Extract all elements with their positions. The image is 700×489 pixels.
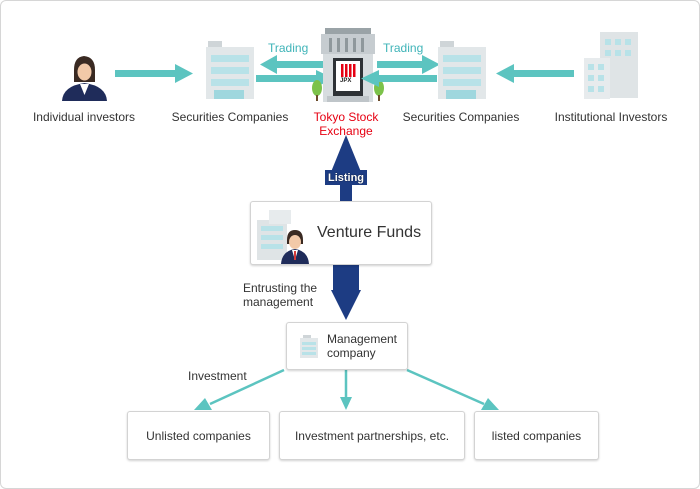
entrusting-management-line1: Entrusting the <box>243 281 318 295</box>
arrow-securities-left-to-exchange <box>256 70 334 87</box>
listed-companies-label: listed companies <box>491 428 582 443</box>
listed-companies-box: listed companies <box>474 411 599 460</box>
arrow-exchange-to-securities-right <box>377 55 440 74</box>
securities-companies-right-label: Securities Companies <box>402 110 520 124</box>
tokyo-stock-exchange-label: Tokyo Stock Exchange <box>314 110 379 138</box>
arrow-venture-to-exchange <box>331 135 361 202</box>
trading-left-label: Trading <box>268 41 309 55</box>
tokyo-stock-exchange-label-line2: Exchange <box>319 124 373 138</box>
arrow-management-to-listed <box>406 368 499 410</box>
jpx-logo: JPX <box>340 78 352 84</box>
management-company-line1: Management <box>326 332 398 346</box>
listing-label: Listing <box>325 170 367 185</box>
arrow-institutional-to-securities <box>496 64 574 83</box>
management-company-label: Management company <box>327 332 397 360</box>
management-company-line2: company <box>326 346 376 360</box>
arrow-venture-to-management <box>331 265 361 320</box>
securities-left-building-icon <box>206 41 254 99</box>
management-company-box: Management company <box>286 322 408 370</box>
institutional-investors-building-icon <box>584 32 638 99</box>
management-building-icon <box>299 335 318 358</box>
unlisted-companies-box: Unlisted companies <box>127 411 270 460</box>
arrow-exchange-to-securities-left <box>260 55 323 74</box>
investment-partnerships-box: Investment partnerships, etc. <box>279 411 465 460</box>
unlisted-companies-label: Unlisted companies <box>146 428 251 443</box>
entrusting-management-label: Entrusting the management <box>243 281 317 309</box>
arrow-individual-to-securities <box>115 64 193 83</box>
investment-label: Investment <box>188 369 247 383</box>
securities-right-building-icon <box>438 41 486 99</box>
investment-partnerships-label: Investment partnerships, etc. <box>294 428 450 443</box>
arrow-securities-right-to-exchange <box>361 70 437 87</box>
securities-companies-left-label: Securities Companies <box>171 110 289 124</box>
arrow-management-to-unlisted <box>194 368 285 410</box>
venture-funds-label: Venture Funds <box>317 224 422 241</box>
individual-investors-label: Individual investors <box>32 110 136 124</box>
institutional-investors-label: Institutional Investors <box>554 110 668 124</box>
arrow-management-to-partnerships <box>340 370 352 410</box>
individual-investor-icon <box>62 56 107 101</box>
tokyo-stock-exchange-label-line1: Tokyo Stock <box>313 110 379 124</box>
trading-right-label: Trading <box>383 41 424 55</box>
tokyo-stock-exchange-building-icon <box>312 28 384 102</box>
entrusting-management-line2: management <box>243 295 314 309</box>
venture-funds-box: Venture Funds <box>250 201 432 265</box>
venture-funds-icon <box>257 210 309 264</box>
